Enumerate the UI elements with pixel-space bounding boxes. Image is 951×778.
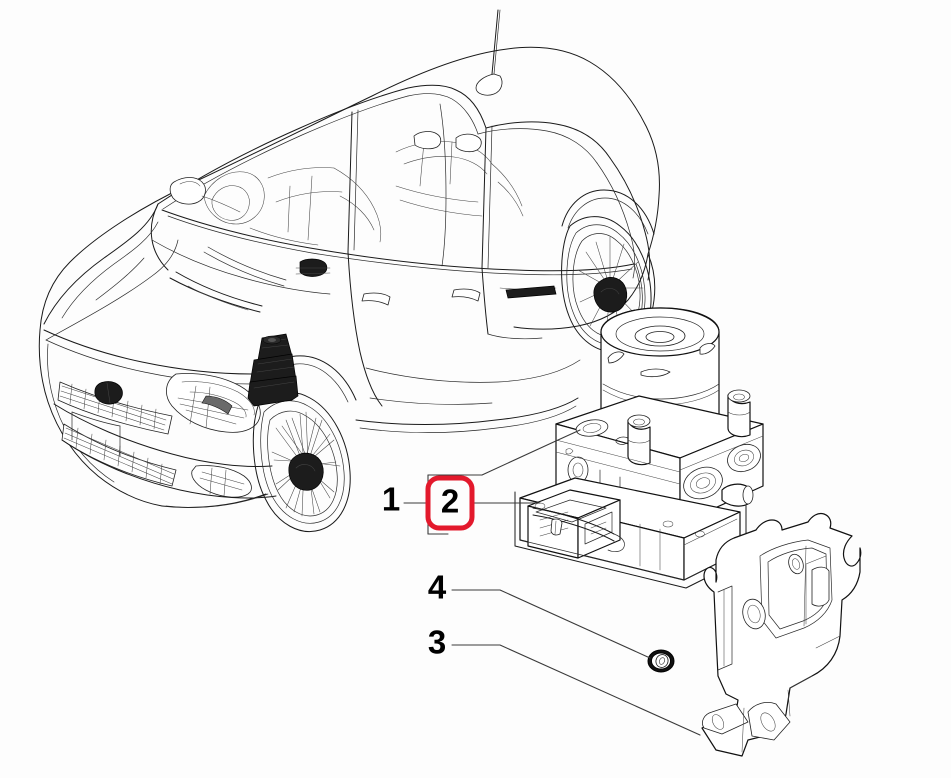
callout-number-1: 1	[382, 481, 400, 518]
install-location-marker	[247, 333, 299, 407]
leader-line-3	[451, 644, 701, 736]
abs-hydraulic-unit	[514, 307, 764, 589]
wiper-assembly	[151, 239, 331, 313]
interior-detail	[203, 131, 524, 277]
callout-number-4: 4	[428, 569, 447, 606]
roof-antenna	[475, 9, 503, 96]
mounting-bracket	[701, 512, 862, 757]
vehicle-illustration	[38, 9, 660, 532]
rubber-grommet	[647, 649, 675, 673]
callout-number-3: 3	[428, 624, 446, 661]
leader-line-1-diagonal	[481, 429, 581, 476]
abs-ecu-module	[514, 477, 747, 589]
leader-line-4	[451, 589, 651, 659]
callout-2-highlight-box	[425, 475, 475, 531]
front-fascia	[38, 329, 277, 508]
callout-number-2: 2	[441, 483, 459, 520]
front-wheel	[252, 391, 351, 532]
rear-wheel	[561, 216, 652, 352]
callout-labels: 1 2 4 3	[382, 475, 475, 661]
